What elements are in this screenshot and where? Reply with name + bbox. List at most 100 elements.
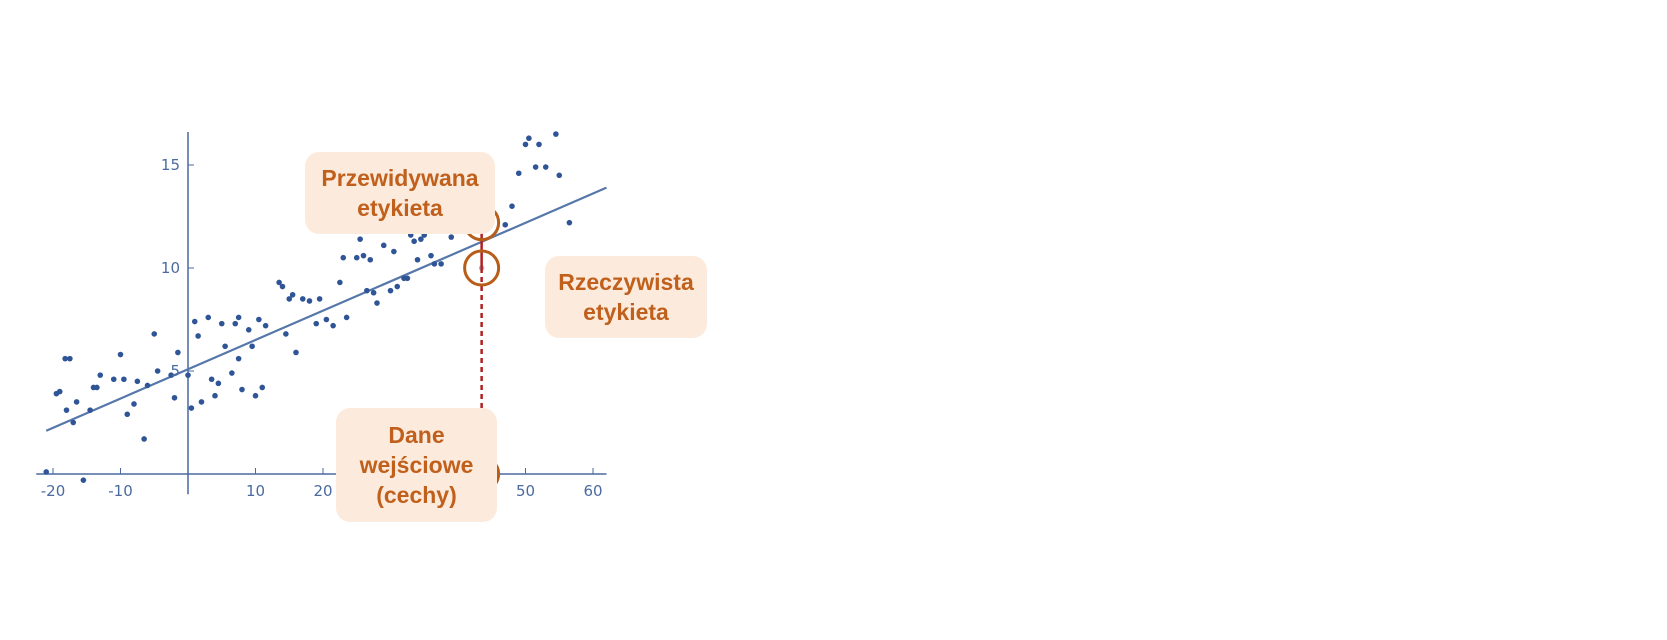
data-point: [154, 368, 161, 374]
data-point: [394, 283, 401, 290]
data-point: [188, 405, 195, 411]
actual-marker-circle: [463, 249, 501, 287]
data-point: [56, 388, 63, 395]
data-point: [343, 314, 350, 321]
data-point: [134, 378, 141, 385]
y-tick-label: 10: [161, 259, 180, 277]
data-point: [391, 248, 397, 255]
x-tick-label: -10: [108, 482, 133, 500]
x-tick-label: 20: [313, 482, 332, 500]
data-point: [316, 296, 323, 302]
data-point: [380, 242, 387, 249]
data-point: [370, 289, 377, 296]
data-point: [94, 384, 100, 391]
data-point: [198, 399, 205, 405]
data-point: [387, 287, 394, 294]
data-point: [283, 331, 289, 337]
data-point: [414, 256, 421, 263]
data-point: [532, 164, 539, 170]
data-point: [515, 170, 522, 177]
data-point: [411, 238, 417, 245]
data-point: [360, 252, 367, 259]
data-point: [262, 322, 269, 329]
data-point: [229, 370, 235, 376]
data-point: [245, 327, 252, 333]
data-point: [168, 372, 174, 378]
data-point: [293, 349, 299, 356]
data-point: [171, 394, 178, 401]
data-point: [151, 331, 158, 337]
data-point: [276, 279, 282, 286]
y-tick-label: 15: [161, 156, 180, 174]
data-point: [374, 300, 380, 306]
data-point: [418, 236, 424, 242]
data-point: [556, 172, 563, 179]
data-point: [353, 254, 360, 261]
data-point: [252, 392, 259, 399]
x-tick-label: 50: [516, 482, 535, 500]
data-point: [428, 252, 434, 259]
data-point: [117, 351, 124, 358]
data-point: [249, 343, 255, 350]
data-point: [218, 320, 225, 327]
data-point: [431, 261, 438, 267]
data-point: [232, 320, 239, 327]
predicted-label-callout: Przewidywana etykieta: [305, 152, 495, 234]
regression-line: [45, 186, 607, 432]
data-point: [97, 372, 104, 378]
data-point: [323, 316, 330, 323]
input-features-callout: Dane wejściowe (cechy): [336, 408, 497, 522]
data-point: [239, 386, 245, 393]
data-point: [175, 349, 181, 356]
data-point: [306, 298, 313, 304]
data-point: [62, 355, 68, 362]
data-point: [80, 477, 87, 483]
data-point: [502, 221, 509, 228]
data-point: [259, 384, 266, 391]
data-point: [438, 261, 444, 267]
data-point: [87, 407, 93, 413]
data-point: [235, 314, 242, 321]
data-point: [70, 419, 77, 426]
data-point: [364, 287, 370, 294]
x-tick-label: 10: [246, 482, 265, 500]
data-point: [256, 316, 262, 323]
data-point: [121, 376, 127, 383]
data-point: [124, 411, 131, 418]
data-point: [313, 320, 320, 327]
data-point: [279, 283, 286, 290]
data-point: [67, 355, 73, 362]
data-point: [43, 469, 50, 475]
data-point: [289, 291, 296, 298]
data-point: [215, 380, 222, 387]
data-point: [522, 141, 529, 148]
data-point: [195, 333, 201, 339]
data-point: [566, 219, 573, 226]
data-point: [131, 401, 137, 407]
data-point: [63, 407, 70, 413]
data-point: [299, 296, 306, 302]
x-tick-label: 60: [583, 482, 602, 500]
data-point: [235, 355, 242, 362]
data-point: [144, 382, 151, 389]
data-point: [337, 279, 343, 286]
data-point: [222, 343, 228, 350]
data-point: [357, 236, 363, 242]
data-point: [404, 275, 411, 282]
fit-line-group: [45, 186, 607, 432]
data-point: [526, 135, 532, 142]
data-point: [340, 254, 347, 261]
data-point: [205, 314, 212, 321]
axes: [36, 132, 607, 495]
data-point: [185, 372, 191, 378]
data-point: [191, 318, 198, 325]
data-point: [448, 234, 455, 240]
data-point: [536, 141, 542, 148]
actual-label-callout: Rzeczywista etykieta: [545, 256, 707, 338]
data-point: [542, 164, 549, 170]
data-point: [212, 392, 218, 399]
data-point: [208, 376, 215, 383]
data-point: [330, 322, 336, 329]
data-point: [367, 256, 374, 263]
